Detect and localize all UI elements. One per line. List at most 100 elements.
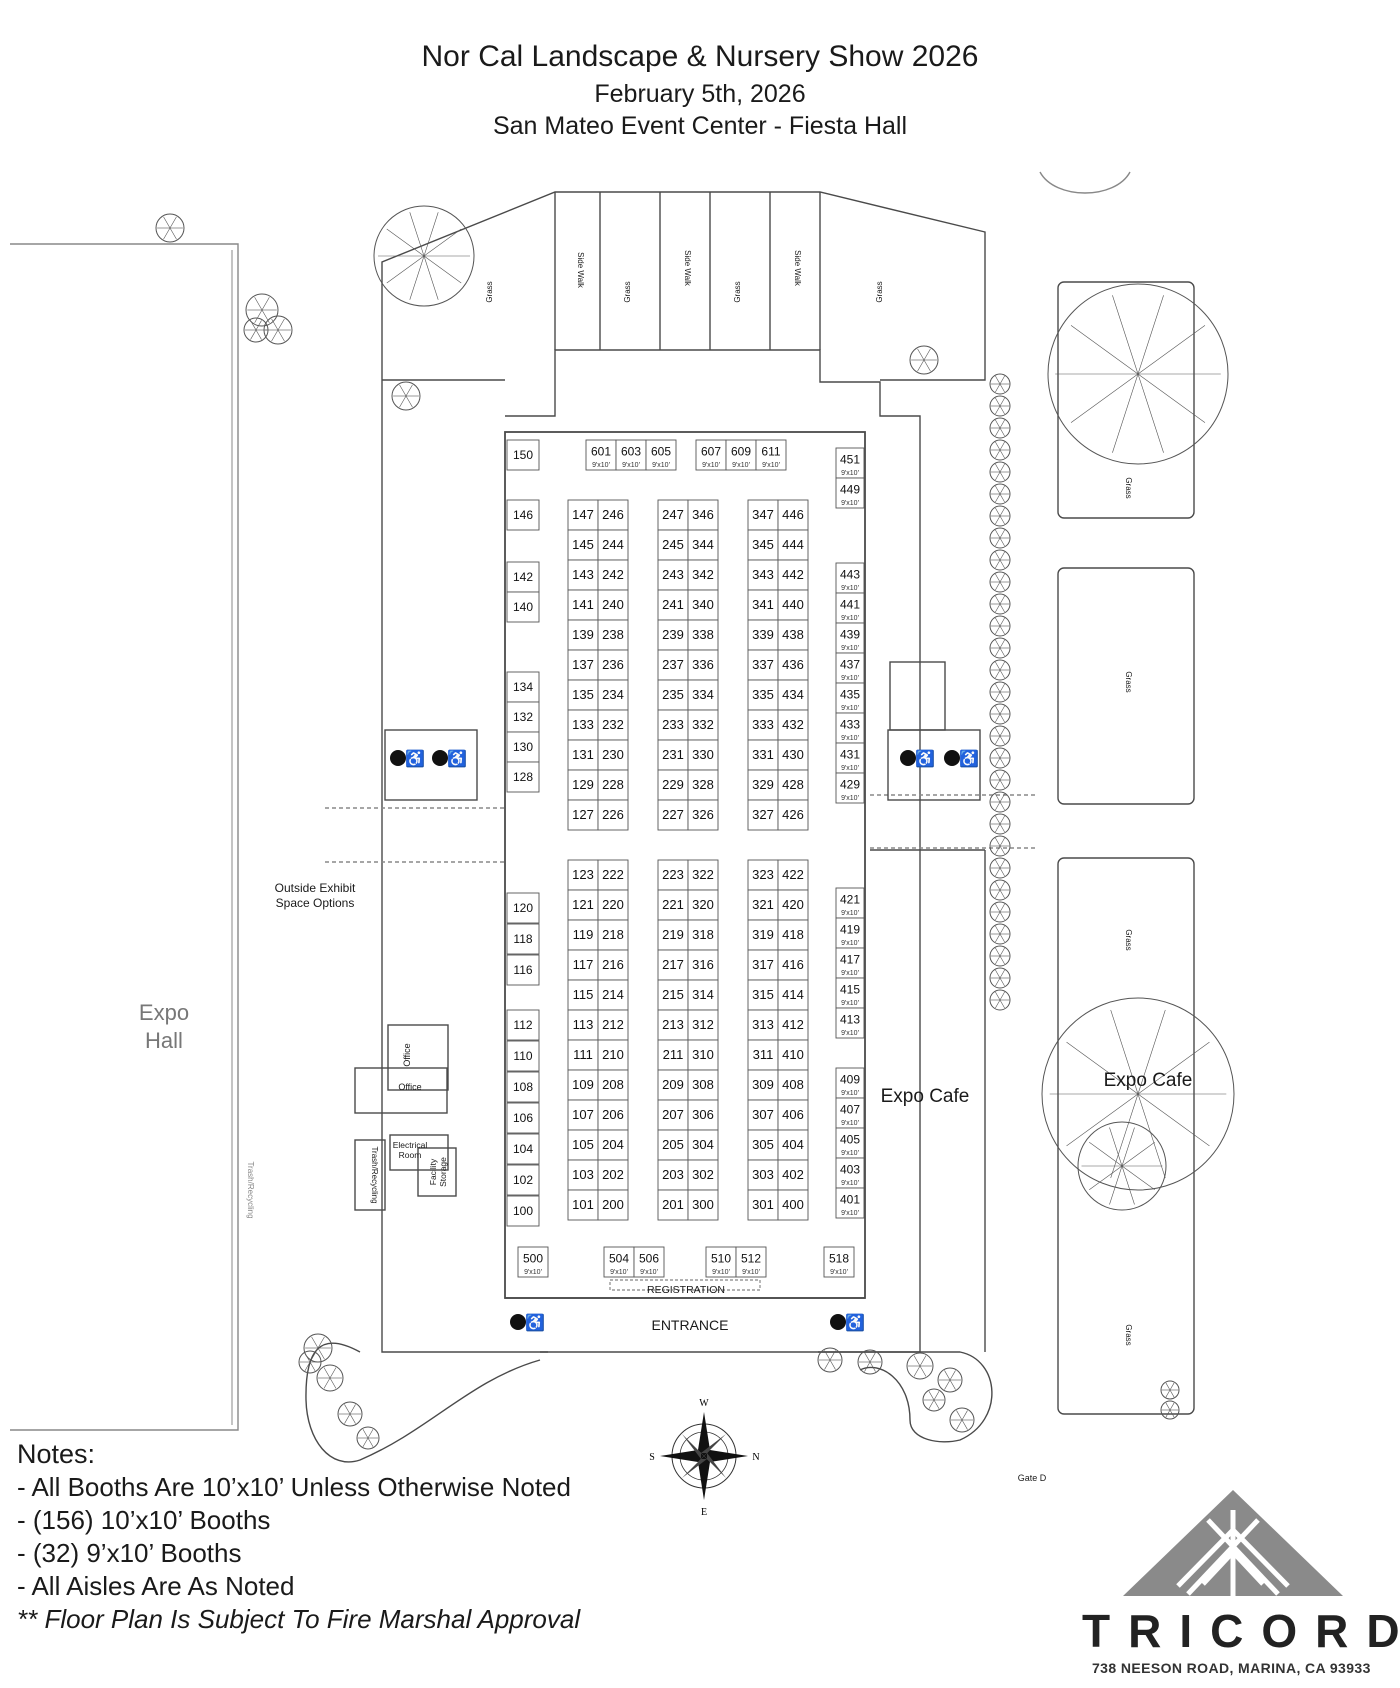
booth-105[interactable] bbox=[567, 1129, 599, 1161]
booth-204[interactable] bbox=[597, 1129, 629, 1161]
booth-346[interactable] bbox=[687, 499, 719, 531]
booth-413[interactable] bbox=[835, 1007, 865, 1039]
booth-309[interactable] bbox=[747, 1069, 779, 1101]
booth-218[interactable] bbox=[597, 919, 629, 951]
booth-416[interactable] bbox=[777, 949, 809, 981]
booth-444[interactable] bbox=[777, 529, 809, 561]
booth-140[interactable] bbox=[506, 591, 540, 623]
booth-128[interactable] bbox=[506, 761, 540, 793]
booth-401[interactable] bbox=[835, 1187, 865, 1219]
booth-431[interactable] bbox=[835, 742, 865, 774]
booth-310[interactable] bbox=[687, 1039, 719, 1071]
booth-343[interactable] bbox=[747, 559, 779, 591]
booth-330[interactable] bbox=[687, 739, 719, 771]
booth-321[interactable] bbox=[747, 889, 779, 921]
booth-107[interactable] bbox=[567, 1099, 599, 1131]
booth-220[interactable] bbox=[597, 889, 629, 921]
booth-219[interactable] bbox=[657, 919, 689, 951]
booth-209[interactable] bbox=[657, 1069, 689, 1101]
booth-230[interactable] bbox=[597, 739, 629, 771]
booth-326[interactable] bbox=[687, 799, 719, 831]
booth-214[interactable] bbox=[597, 979, 629, 1011]
booth-110[interactable] bbox=[506, 1040, 540, 1072]
booth-400[interactable] bbox=[777, 1189, 809, 1221]
booth-116[interactable] bbox=[506, 954, 540, 986]
booth-300[interactable] bbox=[687, 1189, 719, 1221]
booth-120[interactable] bbox=[506, 892, 540, 924]
booth-436[interactable] bbox=[777, 649, 809, 681]
booth-417[interactable] bbox=[835, 947, 865, 979]
booth-504[interactable] bbox=[603, 1246, 635, 1278]
booth-336[interactable] bbox=[687, 649, 719, 681]
booth-106[interactable] bbox=[506, 1102, 540, 1134]
booth-404[interactable] bbox=[777, 1129, 809, 1161]
booth-127[interactable] bbox=[567, 799, 599, 831]
booth-607[interactable] bbox=[695, 439, 727, 471]
booth-433[interactable] bbox=[835, 712, 865, 744]
booth-426[interactable] bbox=[777, 799, 809, 831]
booth-240[interactable] bbox=[597, 589, 629, 621]
booth-512[interactable] bbox=[735, 1246, 767, 1278]
booth-215[interactable] bbox=[657, 979, 689, 1011]
booth-449[interactable] bbox=[835, 477, 865, 509]
booth-147[interactable] bbox=[567, 499, 599, 531]
booth-306[interactable] bbox=[687, 1099, 719, 1131]
booth-329[interactable] bbox=[747, 769, 779, 801]
booth-133[interactable] bbox=[567, 709, 599, 741]
booth-134[interactable] bbox=[506, 671, 540, 703]
booth-203[interactable] bbox=[657, 1159, 689, 1191]
booth-146[interactable] bbox=[506, 499, 540, 531]
booth-518[interactable] bbox=[823, 1246, 855, 1278]
booth-428[interactable] bbox=[777, 769, 809, 801]
booth-441[interactable] bbox=[835, 592, 865, 624]
booth-440[interactable] bbox=[777, 589, 809, 621]
booth-242[interactable] bbox=[597, 559, 629, 591]
booth-406[interactable] bbox=[777, 1099, 809, 1131]
booth-130[interactable] bbox=[506, 731, 540, 763]
booth-118[interactable] bbox=[506, 923, 540, 955]
booth-239[interactable] bbox=[657, 619, 689, 651]
booth-451[interactable] bbox=[835, 447, 865, 479]
booth-139[interactable] bbox=[567, 619, 599, 651]
booth-609[interactable] bbox=[725, 439, 757, 471]
booth-301[interactable] bbox=[747, 1189, 779, 1221]
booth-333[interactable] bbox=[747, 709, 779, 741]
booth-430[interactable] bbox=[777, 739, 809, 771]
booth-102[interactable] bbox=[506, 1164, 540, 1196]
booth-223[interactable] bbox=[657, 859, 689, 891]
booth-405[interactable] bbox=[835, 1127, 865, 1159]
booth-421[interactable] bbox=[835, 887, 865, 919]
booth-409[interactable] bbox=[835, 1067, 865, 1099]
booth-345[interactable] bbox=[747, 529, 779, 561]
booth-328[interactable] bbox=[687, 769, 719, 801]
booth-318[interactable] bbox=[687, 919, 719, 951]
booth-332[interactable] bbox=[687, 709, 719, 741]
booth-319[interactable] bbox=[747, 919, 779, 951]
booth-207[interactable] bbox=[657, 1099, 689, 1131]
booth-315[interactable] bbox=[747, 979, 779, 1011]
booth-115[interactable] bbox=[567, 979, 599, 1011]
booth-611[interactable] bbox=[755, 439, 787, 471]
booth-228[interactable] bbox=[597, 769, 629, 801]
booth-227[interactable] bbox=[657, 799, 689, 831]
booth-438[interactable] bbox=[777, 619, 809, 651]
booth-100[interactable] bbox=[506, 1195, 540, 1227]
booth-302[interactable] bbox=[687, 1159, 719, 1191]
booth-605[interactable] bbox=[645, 439, 677, 471]
booth-211[interactable] bbox=[657, 1039, 689, 1071]
booth-429[interactable] bbox=[835, 772, 865, 804]
booth-217[interactable] bbox=[657, 949, 689, 981]
booth-304[interactable] bbox=[687, 1129, 719, 1161]
booth-208[interactable] bbox=[597, 1069, 629, 1101]
booth-210[interactable] bbox=[597, 1039, 629, 1071]
booth-232[interactable] bbox=[597, 709, 629, 741]
booth-434[interactable] bbox=[777, 679, 809, 711]
booth-104[interactable] bbox=[506, 1133, 540, 1165]
booth-109[interactable] bbox=[567, 1069, 599, 1101]
booth-311[interactable] bbox=[747, 1039, 779, 1071]
booth-506[interactable] bbox=[633, 1246, 665, 1278]
booth-419[interactable] bbox=[835, 917, 865, 949]
booth-422[interactable] bbox=[777, 859, 809, 891]
booth-129[interactable] bbox=[567, 769, 599, 801]
booth-246[interactable] bbox=[597, 499, 629, 531]
